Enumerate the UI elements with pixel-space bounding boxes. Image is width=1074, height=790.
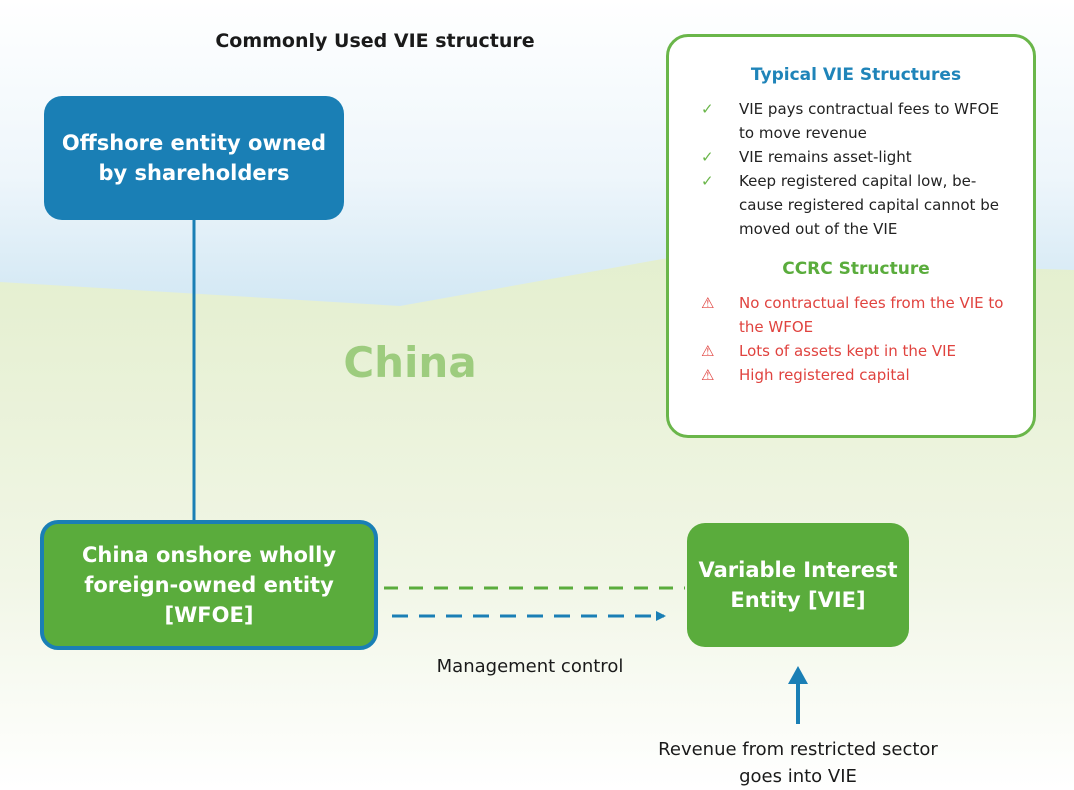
checkmark-icon: ✓ — [701, 100, 714, 118]
wfoe-label: China onshore wholly foreign-owned entit… — [81, 543, 337, 627]
management-control-label: Management control — [436, 656, 624, 677]
list-item: ✓Keep registered capital low, be-cause r… — [699, 169, 1013, 241]
offshore-entity-label: Offshore entity owned by shareholders — [61, 131, 327, 185]
warning-triangle-icon: ⚠ — [701, 294, 715, 312]
offshore-entity-box: Offshore entity owned by shareholders — [44, 96, 344, 220]
structures-panel: Typical VIE Structures ✓VIE pays contrac… — [666, 34, 1036, 438]
warning-triangle-icon: ⚠ — [701, 342, 715, 360]
diagram-title: Commonly Used VIE structure — [215, 30, 535, 52]
ccrc-structure-heading: CCRC Structure — [782, 259, 930, 279]
checkmark-icon: ✓ — [701, 172, 714, 190]
ccrc-structure-list: ⚠No contractual fees from the VIE to the… — [699, 291, 1013, 387]
china-region-label: China — [343, 338, 477, 387]
vie-label: Variable Interest Entity [VIE] — [698, 558, 898, 612]
typical-vie-heading: Typical VIE Structures — [750, 65, 962, 85]
revenue-arrowhead-icon — [788, 666, 808, 684]
vie-box: Variable Interest Entity [VIE] — [687, 523, 909, 647]
revenue-label: Revenue from restricted sector goes into… — [658, 739, 938, 787]
list-item: ⚠High registered capital — [699, 363, 1013, 387]
checkmark-icon: ✓ — [701, 148, 714, 166]
wfoe-box: China onshore wholly foreign-owned entit… — [40, 520, 378, 650]
list-item: ✓VIE pays contractual fees to WFOE to mo… — [699, 97, 1013, 145]
list-item: ⚠No contractual fees from the VIE to the… — [699, 291, 1013, 339]
list-item: ✓VIE remains asset-light — [699, 145, 1013, 169]
warning-triangle-icon: ⚠ — [701, 366, 715, 384]
typical-vie-list: ✓VIE pays contractual fees to WFOE to mo… — [699, 97, 1013, 241]
list-item: ⚠Lots of assets kept in the VIE — [699, 339, 1013, 363]
